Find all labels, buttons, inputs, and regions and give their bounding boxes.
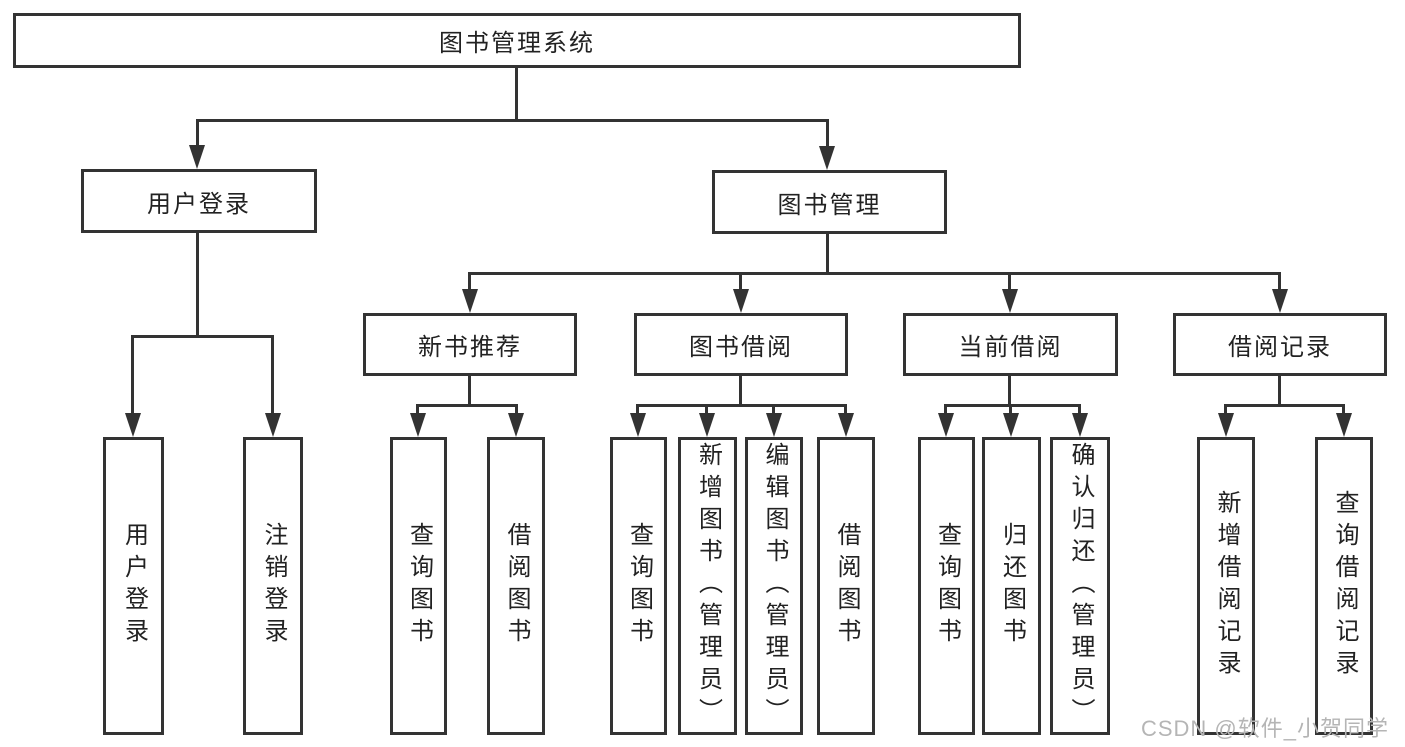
leaf-label: 注销登录: [260, 522, 287, 650]
connector-arrow: [1002, 289, 1018, 313]
node-label: 借阅记录: [1228, 334, 1332, 361]
leaf-label: 查询借阅记录: [1331, 490, 1358, 682]
leaf-records-add-record: 新增借阅记录: [1197, 437, 1255, 735]
node-label: 图书管理: [777, 191, 882, 219]
connector-line: [515, 68, 518, 121]
connector-line: [826, 119, 829, 149]
connector-arrow: [1218, 413, 1234, 437]
node-label: 新书推荐: [418, 334, 522, 361]
connector-line: [416, 404, 419, 418]
leaf-label: 查询图书: [625, 522, 653, 650]
leaf-logout: 注销登录: [243, 437, 303, 735]
node-label: 当前借阅: [958, 334, 1063, 361]
leaf-current-query-books: 查询图书: [918, 437, 975, 735]
connector-line: [1278, 376, 1281, 407]
connector-line: [944, 404, 1081, 407]
leaf-current-return-books: 归还图书: [982, 437, 1041, 735]
leaf-borrowing-edit-books-admin: 编辑图书（管理员）: [745, 437, 803, 735]
connector-line: [1008, 272, 1011, 294]
connector-line: [1224, 404, 1227, 418]
connector-arrow: [766, 413, 782, 437]
node-borrowing-records: 借阅记录: [1173, 313, 1387, 376]
connector-line: [826, 234, 829, 275]
connector-line: [131, 335, 274, 338]
leaf-borrowing-add-books-admin: 新增图书（管理员）: [678, 437, 737, 735]
connector-line: [772, 404, 775, 418]
connector-line: [468, 376, 471, 407]
connector-line: [1342, 404, 1345, 418]
connector-line: [1008, 376, 1011, 407]
node-book-borrowing: 图书借阅: [634, 313, 848, 376]
connector-line: [131, 335, 134, 417]
leaf-current-confirm-return-admin: 确认归还（管理员）: [1050, 437, 1110, 735]
connector-arrow: [1336, 413, 1352, 437]
connector-arrow: [508, 413, 524, 437]
connector-arrow: [410, 413, 426, 437]
leaf-borrowing-query-books: 查询图书: [610, 437, 667, 735]
connector-line: [844, 404, 847, 418]
leaf-records-query-record: 查询借阅记录: [1315, 437, 1373, 735]
connector-line: [515, 404, 518, 418]
connector-arrow: [189, 145, 205, 169]
node-current-borrowing: 当前借阅: [903, 313, 1118, 376]
connector-arrow: [699, 413, 715, 437]
connector-line: [1278, 272, 1281, 294]
connector-arrow: [1072, 413, 1088, 437]
node-new-book-recommend: 新书推荐: [363, 313, 577, 376]
connector-line: [739, 376, 742, 407]
node-label: 图书借阅: [689, 334, 793, 361]
connector-line: [705, 404, 708, 418]
connector-arrow: [733, 289, 749, 313]
node-root-library-system: 图书管理系统: [13, 13, 1021, 68]
node-user-login: 用户登录: [81, 169, 317, 233]
connector-line: [739, 272, 742, 294]
leaf-recommend-query-books: 查询图书: [390, 437, 447, 735]
connector-line: [636, 404, 847, 407]
connector-line: [196, 233, 199, 337]
connector-line: [468, 272, 471, 294]
leaf-label: 用户登录: [120, 522, 148, 650]
connector-arrow: [265, 413, 281, 437]
leaf-label: 归还图书: [998, 522, 1026, 650]
leaf-label: 查询图书: [933, 522, 961, 650]
connector-line: [416, 404, 518, 407]
connector-line: [1224, 404, 1345, 407]
connector-line: [468, 272, 1281, 275]
connector-arrow: [125, 413, 141, 437]
connector-line: [944, 404, 947, 418]
leaf-label: 查询图书: [405, 522, 433, 650]
leaf-label: 借阅图书: [503, 522, 530, 650]
watermark: CSDN @软件_小贺同学: [1140, 716, 1389, 741]
connector-line: [196, 119, 199, 149]
connector-line: [1009, 404, 1012, 418]
node-book-management: 图书管理: [712, 170, 947, 234]
node-label: 用户登录: [147, 190, 251, 218]
node-label: 图书管理系统: [439, 30, 595, 57]
connector-arrow: [838, 413, 854, 437]
leaf-label: 编辑图书（管理员）: [761, 442, 788, 730]
leaf-recommend-borrow-books: 借阅图书: [487, 437, 545, 735]
connector-arrow: [462, 289, 478, 313]
leaf-label: 借阅图书: [833, 522, 860, 650]
connector-arrow: [630, 413, 646, 437]
connector-line: [1078, 404, 1081, 418]
connector-arrow: [819, 146, 835, 170]
leaf-label: 确认归还（管理员）: [1067, 442, 1094, 730]
connector-line: [196, 119, 829, 122]
connector-arrow: [938, 413, 954, 437]
leaf-label: 新增借阅记录: [1213, 490, 1240, 682]
connector-arrow: [1003, 413, 1019, 437]
leaf-borrowing-borrow-books: 借阅图书: [817, 437, 875, 735]
connector-line: [271, 335, 274, 417]
connector-line: [636, 404, 639, 418]
connector-arrow: [1272, 289, 1288, 313]
leaf-label: 新增图书（管理员）: [694, 442, 722, 730]
leaf-user-login: 用户登录: [103, 437, 164, 735]
